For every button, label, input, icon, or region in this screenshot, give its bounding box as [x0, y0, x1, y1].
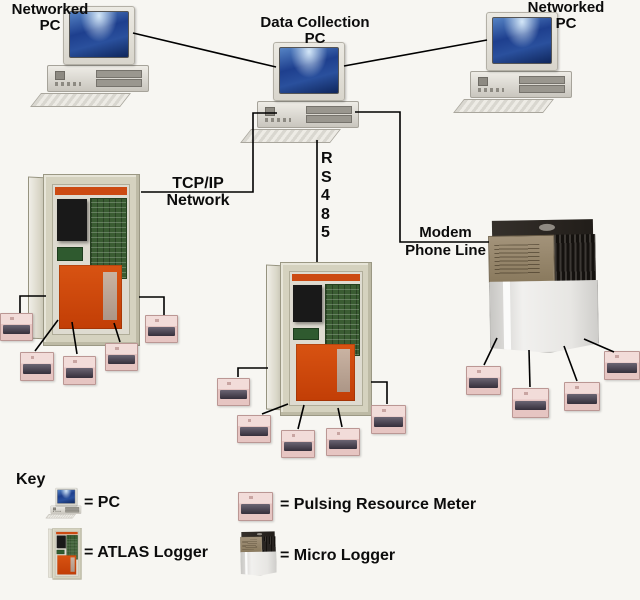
pulsing-meter	[217, 378, 250, 406]
wire-atlas2-meter1	[237, 367, 268, 377]
key-item-pulsing-meter-label: = Pulsing Resource Meter	[280, 496, 477, 513]
keyboard-icon	[453, 99, 554, 113]
pulsing-meter	[512, 388, 549, 418]
pulsing-meter	[0, 313, 33, 341]
pulsing-meter	[20, 352, 54, 381]
atlas-logger-icon	[48, 528, 82, 580]
computer-case-icon	[47, 65, 149, 92]
pulsing-meter	[281, 430, 315, 458]
pc-icon	[45, 488, 82, 519]
pulsing-meter	[105, 343, 138, 371]
wire-atlas1-meter5	[139, 296, 165, 315]
cabinet-body-icon	[279, 262, 372, 416]
wire-modem-phone-line	[355, 111, 489, 243]
left-networked-pc	[30, 6, 151, 107]
atlas-logger-1	[28, 174, 140, 346]
label-left-networked-pc: Networked PC	[11, 1, 89, 34]
pulsing-meter	[564, 382, 600, 411]
micro-logger-vent-icon	[554, 233, 596, 282]
pulsing-meter	[145, 315, 178, 343]
label-modem-phone-line: Modem Phone Line	[405, 224, 486, 259]
monitor-icon	[63, 6, 135, 65]
pulsing-meter	[371, 405, 406, 434]
micro-logger-icon	[240, 531, 276, 575]
pulsing-meter	[237, 415, 271, 443]
label-data-collection-pc: Data Collection PC	[260, 14, 370, 47]
pulsing-meter	[326, 428, 360, 456]
pulsing-meter	[466, 366, 501, 395]
cabinet-body-icon	[42, 174, 140, 346]
key-item-pc-label: = PC	[84, 494, 121, 511]
wire-atlas2-meter5	[371, 381, 388, 404]
label-tcpip-network: TCP/IP Network	[166, 175, 230, 209]
pulsing-meter	[604, 351, 640, 380]
atlas-logger-2	[266, 262, 372, 416]
monitor-icon	[486, 12, 558, 71]
monitor-icon	[273, 42, 345, 101]
pulsing-meter	[63, 356, 96, 385]
wire-micro-meter2	[528, 349, 531, 388]
label-rs485: RS485	[321, 150, 333, 241]
computer-case-icon	[470, 71, 572, 98]
pulsing-resource-meter-icon	[238, 492, 273, 521]
data-collection-pc	[240, 42, 361, 143]
key-item-atlas-logger-label: = ATLAS Logger	[84, 544, 208, 561]
micro-logger-label-icon	[488, 234, 556, 283]
micro-logger	[488, 219, 597, 353]
right-networked-pc	[453, 12, 574, 113]
keyboard-icon	[240, 129, 341, 143]
computer-case-icon	[257, 101, 359, 128]
keyboard-icon	[30, 93, 132, 107]
micro-logger-body-icon	[489, 280, 599, 354]
key-item-micro-logger-label: = Micro Logger	[280, 547, 396, 564]
label-right-networked-pc: Networked PC	[527, 0, 605, 32]
key-title: Key	[16, 471, 46, 488]
